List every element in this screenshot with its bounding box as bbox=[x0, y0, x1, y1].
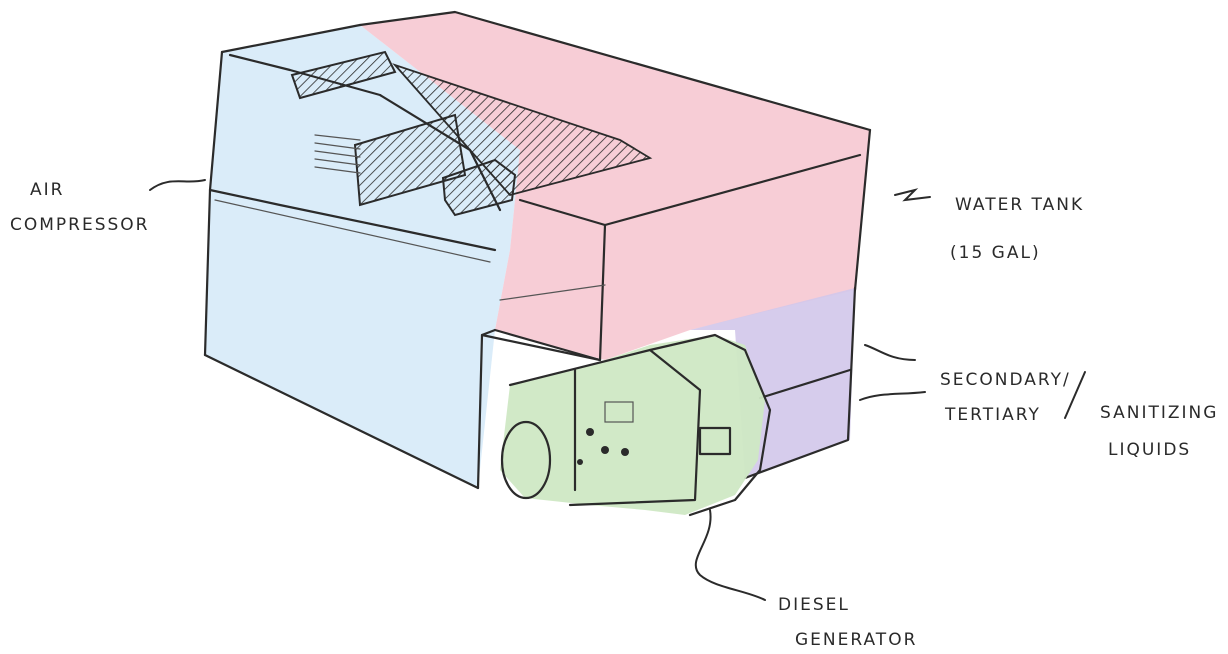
tertiary-leader bbox=[860, 392, 925, 400]
sanitizing-label-2: LIQUIDS bbox=[1108, 440, 1191, 460]
water-tank-label-1: WATER TANK bbox=[955, 195, 1084, 215]
tertiary-label: TERTIARY bbox=[944, 405, 1041, 425]
diesel-label-2: GENERATOR bbox=[795, 630, 917, 650]
air-compressor-label-1: AIR bbox=[30, 180, 64, 200]
diesel-label-1: DIESEL bbox=[778, 595, 850, 615]
secondary-leader bbox=[865, 345, 915, 360]
diesel-generator-block bbox=[500, 335, 770, 515]
sanitizing-label-1: SANITIZING bbox=[1100, 403, 1218, 423]
air-compressor-leader bbox=[150, 180, 205, 190]
water-tank-label-2: (15 GAL) bbox=[950, 243, 1041, 263]
secondary-label: SECONDARY/ bbox=[940, 370, 1071, 390]
diesel-leader bbox=[696, 510, 765, 600]
air-compressor-label-2: COMPRESSOR bbox=[10, 215, 150, 235]
water-tank-leader bbox=[895, 190, 930, 200]
diesel-generator-fill bbox=[500, 335, 765, 515]
